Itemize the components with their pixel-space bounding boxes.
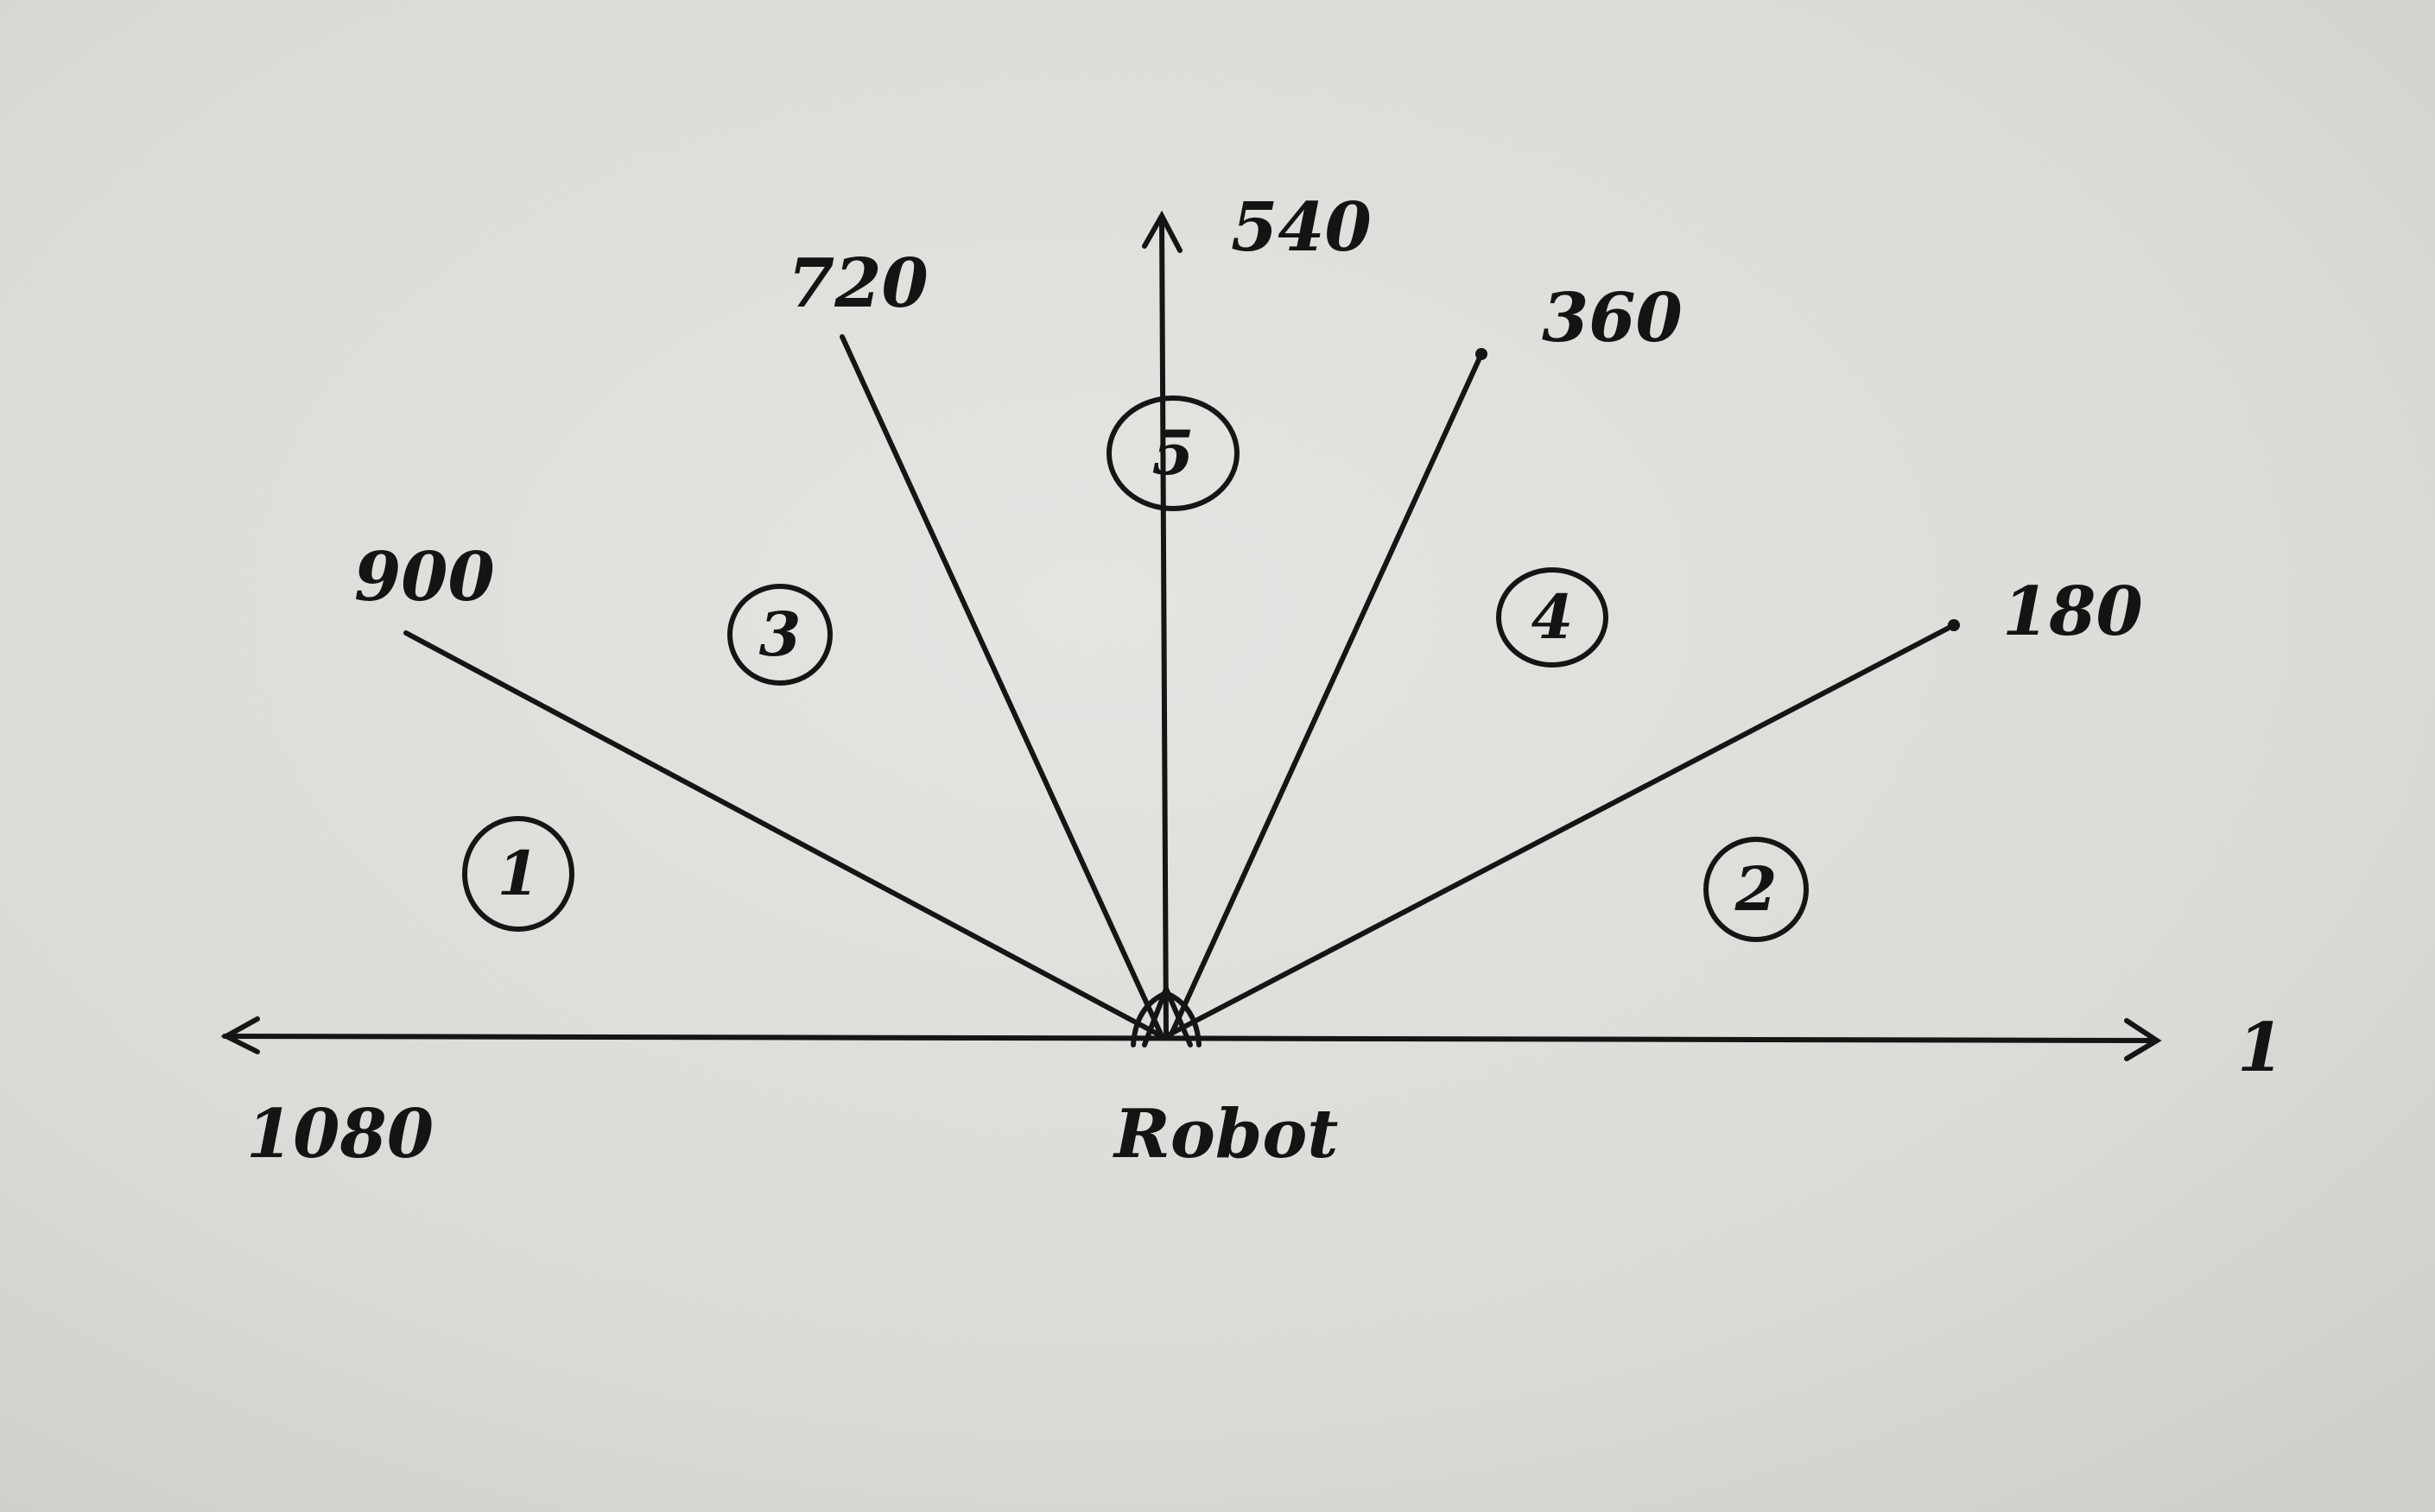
region-3: 3 <box>727 584 833 686</box>
region-5-circle <box>1107 395 1240 511</box>
robot-marker-icon <box>1131 982 1202 1047</box>
label-540: 540 <box>1231 188 1372 267</box>
ray-720-line <box>840 334 1164 1039</box>
region-1-number: 1 <box>498 838 540 909</box>
label-720: 720 <box>788 244 929 323</box>
label-900: 900 <box>354 538 495 617</box>
ray-900-line <box>403 630 1164 1039</box>
ray-180-endpoint <box>1948 619 1960 631</box>
label-right-1: 1 <box>2237 1009 2284 1087</box>
region-5: 5 <box>1107 395 1240 511</box>
region-1: 1 <box>462 816 574 932</box>
label-360: 360 <box>1542 279 1683 357</box>
vertical-axis-line <box>1159 215 1169 1039</box>
region-2-number: 2 <box>1734 853 1778 925</box>
label-180: 180 <box>2002 573 2143 651</box>
region-3-number: 3 <box>759 598 802 670</box>
region-4-number: 4 <box>1531 581 1574 653</box>
region-3-circle <box>727 584 833 686</box>
region-2-circle <box>1703 837 1809 942</box>
right-arrowhead <box>2124 1018 2162 1061</box>
label-left-1080: 1080 <box>246 1095 434 1174</box>
region-5-number: 5 <box>1152 417 1195 489</box>
left-arrowhead <box>220 1016 260 1054</box>
ray-360-endpoint <box>1475 348 1487 360</box>
robot-label: Robot <box>1113 1095 1338 1174</box>
region-2: 2 <box>1703 837 1809 942</box>
ray-360-line <box>1168 351 1484 1039</box>
region-4: 4 <box>1496 567 1608 667</box>
region-4-circle <box>1496 567 1608 667</box>
ray-180-line <box>1164 623 1956 1039</box>
region-1-circle <box>462 816 574 932</box>
top-arrowhead <box>1142 210 1183 253</box>
